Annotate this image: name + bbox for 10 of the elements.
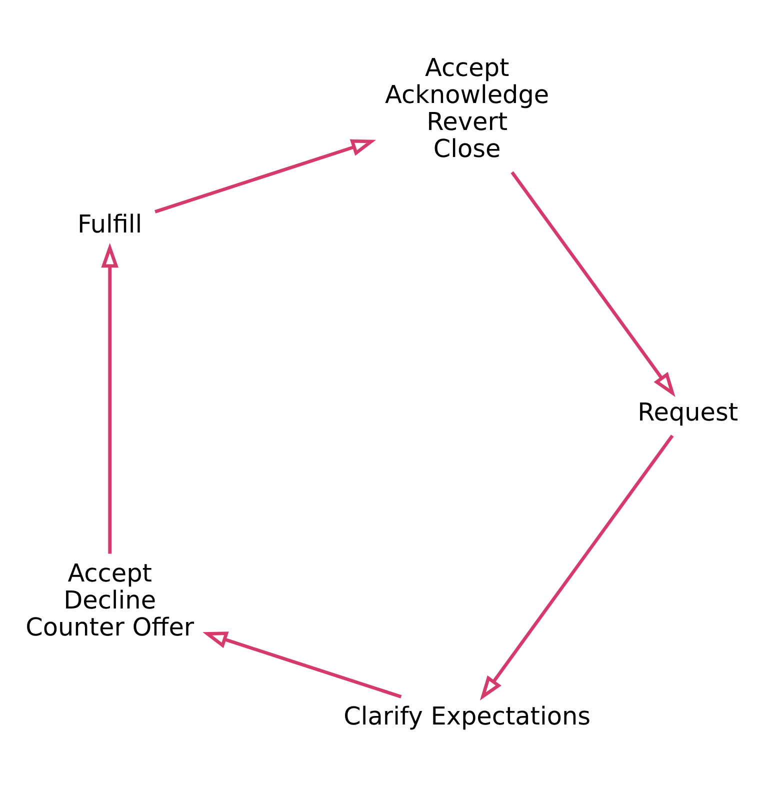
node-text: Clarify Expectations <box>344 701 591 730</box>
arrow <box>202 632 402 698</box>
arrow <box>154 139 376 214</box>
node-text: Fulfill <box>77 210 142 239</box>
node-text: Request <box>638 398 738 427</box>
arrow <box>510 171 676 397</box>
node-text: Accept Decline Counter Offer <box>26 558 194 642</box>
arrow <box>101 242 118 554</box>
arrow <box>480 434 674 701</box>
node-text: Accept Acknowledge Revert Close <box>385 53 550 164</box>
